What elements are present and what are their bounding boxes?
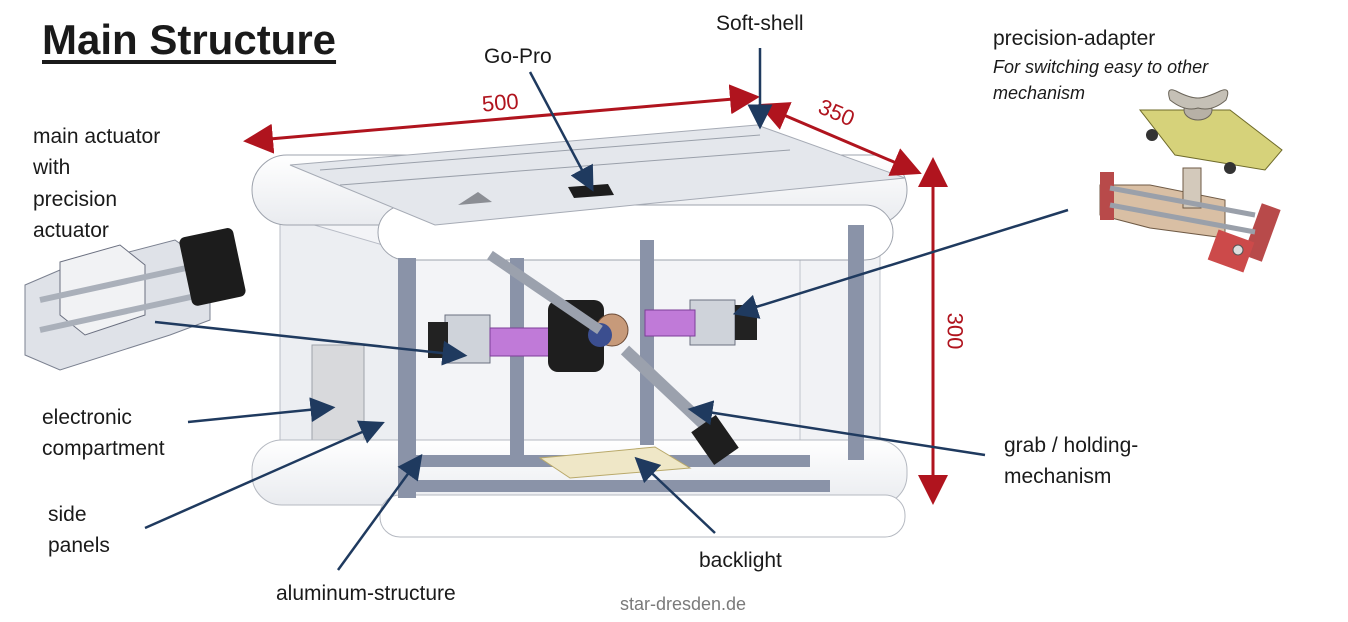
leader-lines — [144, 48, 1069, 571]
main-actuator-illustration — [24, 228, 246, 371]
label-softshell: Soft-shell — [716, 12, 804, 35]
label-precision-adapter: precision-adapter — [993, 27, 1156, 50]
label-main-actuator-2: with — [33, 156, 71, 179]
watermark: star-dresden.de — [620, 594, 747, 614]
label-main-actuator-3: precision — [33, 188, 118, 211]
label-aluminum-structure: aluminum-structure — [276, 582, 456, 605]
label-precision-adapter-note-2: mechanism — [993, 83, 1086, 103]
label-backlight: backlight — [699, 549, 782, 572]
label-main-actuator-4: actuator — [33, 219, 109, 242]
page-title: Main Structure — [42, 16, 337, 63]
label-grab-1: grab / holding- — [1004, 434, 1139, 457]
label-main-actuator-1: main actuator — [33, 125, 161, 148]
label-electronic-2: compartment — [42, 437, 165, 460]
label-precision-adapter-note-1: For switching easy to other — [993, 57, 1209, 77]
label-side-1: side — [48, 503, 87, 526]
dimension-height: 300 — [942, 312, 968, 350]
label-grab-2: mechanism — [1004, 465, 1112, 488]
label-gopro: Go-Pro — [484, 45, 552, 68]
precision-adapter-illustration — [1138, 89, 1283, 174]
dimension-arrows — [243, 84, 948, 505]
label-side-2: panels — [48, 534, 110, 557]
gripper-illustration — [1099, 167, 1281, 273]
dimension-width: 500 — [480, 88, 520, 117]
label-electronic-1: electronic — [42, 406, 132, 429]
enclosure — [251, 124, 908, 538]
